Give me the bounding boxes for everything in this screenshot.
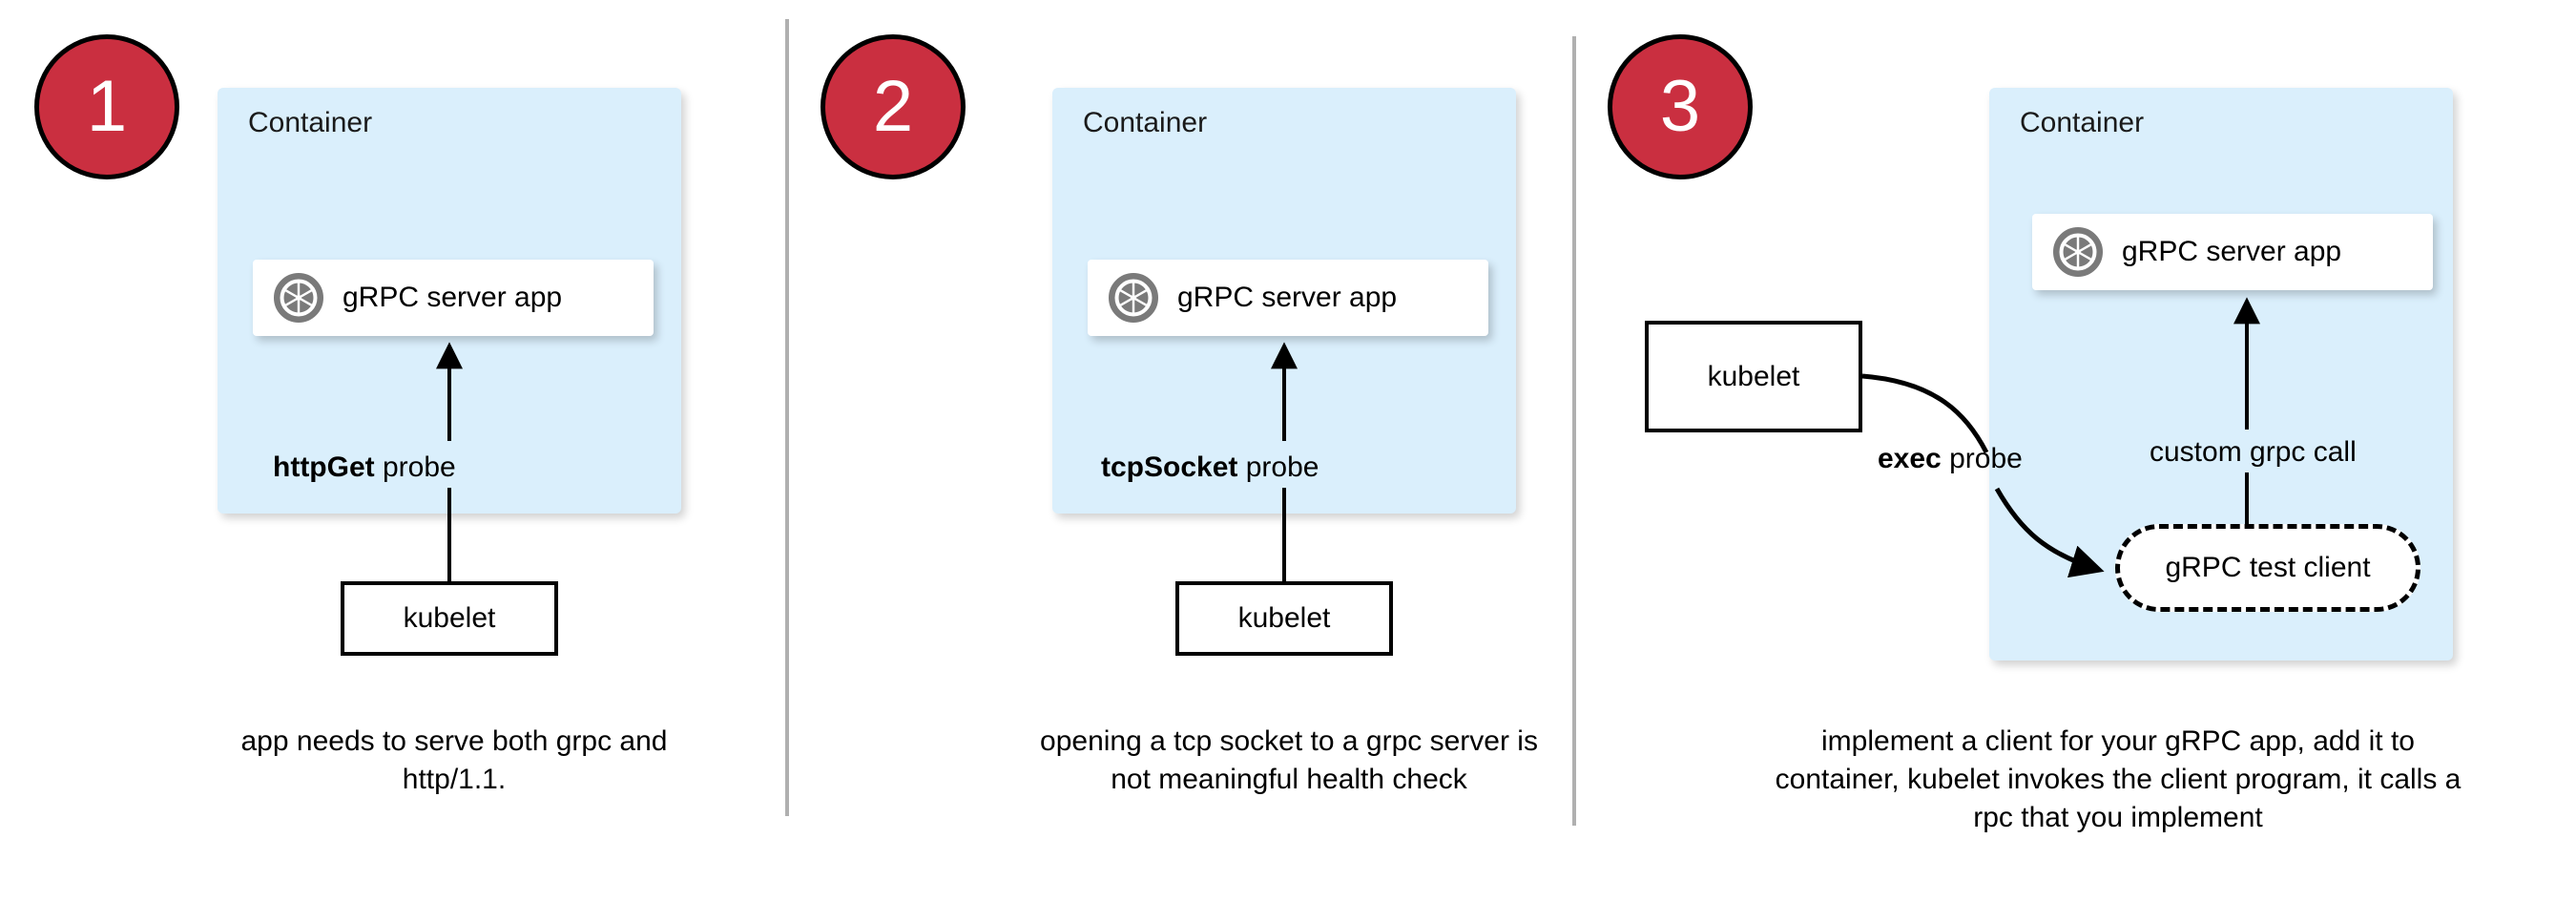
step-badge-2: 2	[821, 34, 966, 179]
probe-label-2: tcpSocket probe	[1101, 451, 1319, 484]
custom-grpc-call-label: custom grpc call	[2150, 436, 2357, 468]
kubelet-box-3: kubelet	[1645, 321, 1862, 432]
probe-suffix-3: probe	[1941, 443, 2023, 474]
arrow-exec-probe-upper	[1861, 373, 1989, 454]
grpc-server-app-card-3: gRPC server app	[2032, 214, 2433, 290]
panel-caption-2: opening a tcp socket to a grpc server is…	[1040, 725, 1538, 795]
kubelet-label-1: kubelet	[403, 602, 496, 634]
step-number-1: 1	[86, 66, 128, 147]
kubelet-box-2: kubelet	[1175, 581, 1393, 656]
grpc-server-app-card-1: gRPC server app	[253, 260, 654, 336]
container-label-1: Container	[248, 107, 373, 138]
grpc-test-client-label: gRPC test client	[2165, 552, 2371, 583]
grpc-aperture-icon	[274, 273, 323, 323]
probe-type-3: exec	[1878, 443, 1942, 474]
grpc-aperture-icon	[1109, 273, 1158, 323]
kubelet-label-3: kubelet	[1707, 360, 1800, 392]
probe-type-2: tcpSocket	[1101, 451, 1238, 483]
step-number-2: 2	[872, 66, 914, 147]
kubelet-box-1: kubelet	[341, 581, 558, 656]
step-badge-3: 3	[1608, 34, 1753, 179]
step-badge-1: 1	[34, 34, 179, 179]
grpc-aperture-icon	[2053, 227, 2103, 277]
panel-divider-1	[785, 19, 789, 816]
grpc-server-app-label-2: gRPC server app	[1177, 282, 1398, 313]
kubelet-label-2: kubelet	[1237, 602, 1331, 634]
panel-caption-1: app needs to serve both grpc and http/1.…	[240, 725, 668, 795]
grpc-server-app-label-1: gRPC server app	[343, 282, 563, 313]
probe-type-1: httpGet	[273, 451, 375, 483]
panel-divider-2	[1572, 36, 1576, 826]
panel-caption-3: implement a client for your gRPC app, ad…	[1775, 725, 2462, 833]
grpc-test-client-box: gRPC test client	[2115, 524, 2420, 612]
probe-label-1: httpGet probe	[273, 451, 456, 484]
grpc-server-app-label-3: gRPC server app	[2122, 236, 2342, 267]
step-number-3: 3	[1659, 66, 1701, 147]
probe-suffix-2: probe	[1237, 451, 1319, 483]
probe-suffix-1: probe	[374, 451, 456, 483]
container-label-2: Container	[1083, 107, 1208, 138]
container-label-3: Container	[2020, 107, 2145, 138]
grpc-server-app-card-2: gRPC server app	[1088, 260, 1488, 336]
probe-label-3: exec probe	[1878, 443, 2023, 475]
